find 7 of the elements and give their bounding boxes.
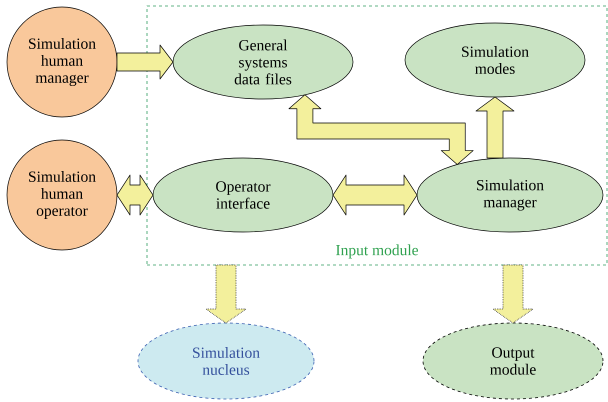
block-arrow bbox=[332, 174, 418, 216]
block-arrow bbox=[206, 264, 246, 324]
block-arrow bbox=[288, 94, 474, 165]
block-arrow bbox=[476, 96, 514, 158]
block-arrow bbox=[116, 44, 174, 80]
block-arrow bbox=[492, 264, 534, 324]
block-arrow bbox=[116, 174, 154, 216]
